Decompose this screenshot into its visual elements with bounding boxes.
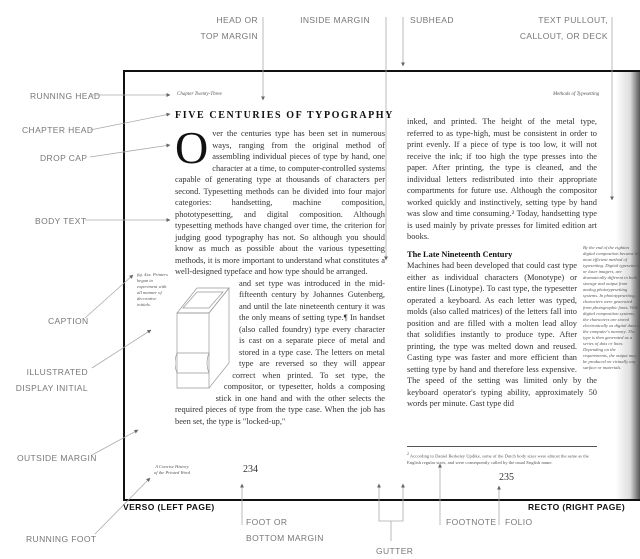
folio-recto: 235 <box>499 472 514 483</box>
running-foot-line: of the Printed Word <box>153 470 191 475</box>
label-illustrated-initial: ILLUSTRATED DISPLAY INITIAL <box>10 364 88 396</box>
label-recto: RECTO (RIGHT PAGE) <box>528 502 626 512</box>
label-line: TEXT PULLOUT, <box>538 15 608 25</box>
label-foot-margin: FOOT OR BOTTOM MARGIN <box>246 514 324 546</box>
verso-page: Chapter Twenty-Three FIVE CENTURIES OF T… <box>123 70 395 501</box>
label-outside-margin: OUTSIDE MARGIN <box>17 453 97 463</box>
label-line: DISPLAY INITIAL <box>15 383 88 393</box>
outside-margin-arrow <box>91 429 139 456</box>
gutter-bracket <box>378 518 404 522</box>
chapter-head: FIVE CENTURIES OF TYPOGRAPHY <box>175 110 394 121</box>
label-drop-cap: DROP CAP <box>40 153 88 163</box>
label-gutter: GUTTER <box>376 546 414 556</box>
label-body-text: BODY TEXT <box>35 216 87 226</box>
paragraph: Machines had been developed that could c… <box>407 261 597 408</box>
label-verso: VERSO (LEFT PAGE) <box>123 502 215 512</box>
running-head: Chapter Twenty-Three <box>177 92 222 97</box>
label-text-pullout: TEXT PULLOUT, CALLOUT, OR DECK <box>500 12 608 44</box>
folio-verso: 234 <box>243 464 258 475</box>
label-line: CALLOUT, OR DECK <box>519 31 608 41</box>
drop-cap-arrow <box>89 143 171 158</box>
paragraph: ver the centuries type has been set in n… <box>175 129 385 276</box>
label-subhead: SUBHEAD <box>410 15 454 25</box>
footnote-text: According to Daniel Berkeley Updike, som… <box>407 453 589 465</box>
label-caption: CAPTION <box>48 316 89 326</box>
running-foot-arrow <box>94 477 151 535</box>
label-line: ILLUSTRATED <box>26 367 88 377</box>
initial-arrow <box>91 329 152 369</box>
label-running-head: RUNNING HEAD <box>30 91 101 101</box>
footnote: 2 According to Daniel Berkeley Updike, s… <box>407 446 597 466</box>
label-line: FOOT OR <box>246 517 288 527</box>
label-line: HEAD OR <box>216 15 258 25</box>
label-line: BOTTOM MARGIN <box>246 533 324 543</box>
running-head: Methods of Typesetting <box>553 92 600 97</box>
type-block-icon <box>174 286 230 388</box>
subhead: The Late Nineteenth Century <box>407 249 513 259</box>
caption-arrow <box>84 274 134 319</box>
recto-page: Methods of Typesetting inked, and printe… <box>393 70 640 501</box>
label-chapter-head: CHAPTER HEAD <box>22 125 94 135</box>
footnote-mark: 2 <box>407 452 409 456</box>
text-pullout: By the end of the eighties digital compo… <box>583 244 640 370</box>
chapter-head-arrow <box>89 112 171 131</box>
label-inside-margin: INSIDE MARGIN <box>300 15 370 25</box>
body-text: inked, and printed. The height of the me… <box>407 116 640 410</box>
label-head-margin: HEAD OR TOP MARGIN <box>190 12 258 44</box>
label-line: TOP MARGIN <box>200 31 258 41</box>
paragraph: inked, and printed. The height of the me… <box>407 117 597 241</box>
paragraph: and set type was introduced in the mid-f… <box>175 278 385 426</box>
label-running-foot: RUNNING FOOT <box>26 534 97 544</box>
illustrated-display-initial <box>174 278 235 396</box>
caption: fig. 4xx. Printers began to experiment w… <box>137 272 168 307</box>
label-folio: FOLIO <box>505 517 533 527</box>
running-foot-line: A Concise History <box>155 464 189 469</box>
label-footnote: FOOTNOTE <box>446 517 497 527</box>
drop-cap: O <box>175 122 209 173</box>
